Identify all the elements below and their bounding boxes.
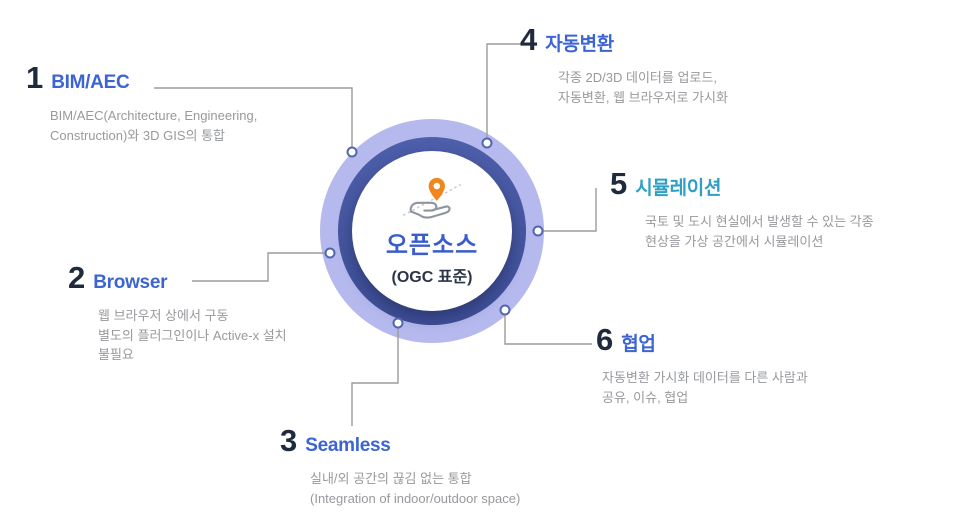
feature-title: Browser bbox=[93, 272, 168, 293]
feature-description: 실내/외 공간의 끊김 없는 통합 (Integration of indoor… bbox=[310, 471, 521, 506]
center-circle-inner-ring: 오픈소스 (OGC 표준) bbox=[338, 137, 526, 325]
feature-header: 3 Seamless bbox=[280, 425, 620, 457]
feature-title: Seamless bbox=[305, 435, 391, 456]
center-subtitle: (OGC 표준) bbox=[391, 269, 473, 286]
feature-header: 4 자동변환 bbox=[520, 24, 860, 56]
feature-item-browser: 2 Browser 웹 브라우저 상에서 구동 별도의 플러그인이나 Activ… bbox=[68, 262, 368, 365]
dotted-line bbox=[402, 183, 462, 216]
center-circle-outer-ring: 오픈소스 (OGC 표준) bbox=[320, 119, 544, 343]
feature-title: BIM/AEC bbox=[51, 72, 130, 93]
hand-holding-pin-icon bbox=[402, 177, 462, 219]
feature-number: 2 bbox=[68, 260, 85, 295]
feature-number: 6 bbox=[596, 322, 613, 357]
feature-description: 웹 브라우저 상에서 구동 별도의 플러그인이나 Active-x 설치 불필요 bbox=[98, 308, 287, 362]
connector-5 bbox=[538, 188, 597, 232]
center-circle-core: 오픈소스 (OGC 표준) bbox=[352, 151, 512, 311]
feature-number: 5 bbox=[610, 166, 627, 201]
feature-item-simulation: 5 시뮬레이션 국토 및 도시 현실에서 발생할 수 있는 각종 현상을 가상 … bbox=[610, 168, 955, 251]
feature-number: 4 bbox=[520, 22, 537, 57]
feature-description: BIM/AEC(Architecture, Engineering, Const… bbox=[50, 108, 258, 143]
feature-title: 협업 bbox=[621, 334, 656, 355]
center-title: 오픈소스 bbox=[385, 232, 479, 259]
pin-hole bbox=[433, 182, 441, 190]
feature-item-collaboration: 6 협업 자동변환 가시화 데이터를 다른 사람과 공유, 이슈, 협업 bbox=[596, 324, 926, 407]
feature-header: 5 시뮬레이션 bbox=[610, 168, 955, 200]
feature-description: 각종 2D/3D 데이터를 업로드, 자동변환, 웹 브라우저로 가시화 bbox=[558, 70, 728, 105]
feature-item-auto-convert: 4 자동변환 각종 2D/3D 데이터를 업로드, 자동변환, 웹 브라우저로 … bbox=[520, 24, 860, 107]
feature-number: 1 bbox=[26, 60, 43, 95]
feature-description: 자동변환 가시화 데이터를 다른 사람과 공유, 이슈, 협업 bbox=[602, 370, 808, 405]
location-pin-icon bbox=[428, 177, 445, 201]
connector-6 bbox=[504, 310, 592, 345]
feature-header: 6 협업 bbox=[596, 324, 926, 356]
feature-description: 국토 및 도시 현실에서 발생할 수 있는 각종 현상을 가상 공간에서 시뮬레… bbox=[645, 214, 874, 249]
feature-title: 자동변환 bbox=[545, 34, 614, 55]
feature-header: 2 Browser bbox=[68, 262, 368, 294]
connector-4 bbox=[486, 43, 522, 143]
feature-item-seamless: 3 Seamless 실내/외 공간의 끊김 없는 통합 (Integratio… bbox=[280, 425, 620, 508]
feature-header: 1 BIM/AEC bbox=[26, 62, 366, 94]
hand-icon bbox=[409, 201, 451, 219]
feature-title: 시뮬레이션 bbox=[635, 178, 722, 199]
feature-number: 3 bbox=[280, 423, 297, 458]
feature-item-bim-aec: 1 BIM/AEC BIM/AEC(Architecture, Engineer… bbox=[26, 62, 366, 145]
